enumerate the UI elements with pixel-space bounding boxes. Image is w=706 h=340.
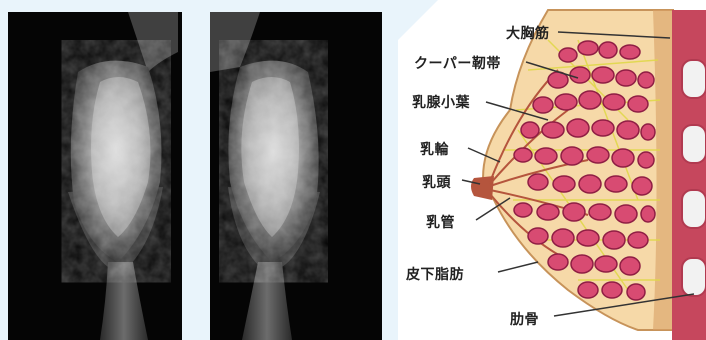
mammogram-right-panel bbox=[210, 12, 382, 340]
label-pectoralis: 大胸筋 bbox=[506, 23, 550, 43]
mammogram-left-image bbox=[8, 12, 182, 340]
label-ducts: 乳管 bbox=[426, 212, 455, 232]
mammogram-right-image bbox=[210, 12, 382, 340]
mammogram-left-panel bbox=[8, 12, 182, 340]
label-lobules: 乳腺小葉 bbox=[412, 92, 470, 112]
label-areola: 乳輪 bbox=[420, 139, 449, 159]
label-nipple: 乳頭 bbox=[422, 172, 451, 192]
label-rib: 肋骨 bbox=[510, 309, 539, 329]
label-subcutaneous-fat: 皮下脂肪 bbox=[406, 264, 464, 284]
anatomy-diagram bbox=[398, 0, 706, 340]
anatomy-diagram-panel bbox=[398, 0, 706, 340]
label-cooper-ligament: クーパー靭帯 bbox=[414, 53, 501, 73]
